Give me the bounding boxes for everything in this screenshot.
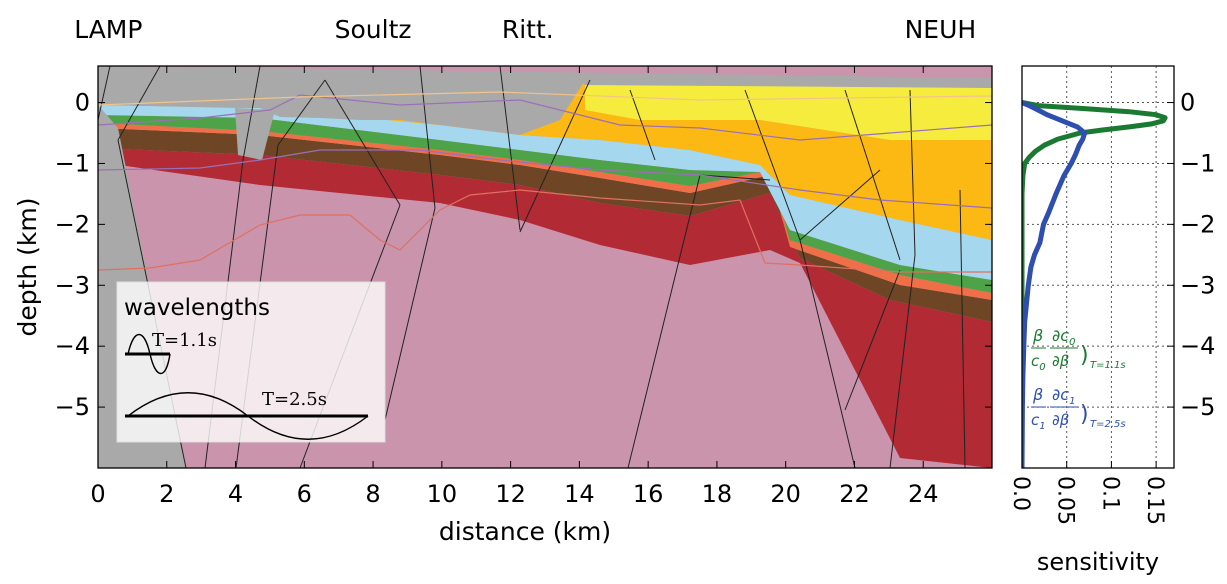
svg-text:T=2.5s: T=2.5s [1090,419,1126,430]
sensitivity-plot: β c0 ∂c0 ∂β ) T=1.1s β c1 ∂c1 ∂β ) T=2.5… [1008,65,1215,576]
y-tick-label: −3 [55,271,90,299]
y-tick-label: −2 [55,210,90,238]
y-tick-label: 0 [75,89,90,117]
x-tick-label: 8 [365,480,380,508]
y-tick-label: −5 [55,393,90,421]
svg-text:T=1.1s: T=1.1s [1090,360,1126,371]
x-tick-label: 10 [427,480,458,508]
sensitivity-x-tick-label: 0.1 [1097,476,1122,511]
sensitivity-y-tick-label: 0 [1180,89,1195,117]
sensitivity-annotation-green: β c0 ∂c0 ∂β ) T=1.1s [1031,326,1126,373]
layer-unit-grey [98,66,585,135]
sensitivity-curve-t1.1s [1022,100,1168,468]
sensitivity-y-tick-label: −4 [1180,332,1215,360]
legend-wave-long [125,392,369,440]
svg-text:∂β: ∂β [1052,352,1070,370]
x-axis-label: distance (km) [439,517,611,546]
sensitivity-y-tick-label: −5 [1180,393,1215,421]
sensitivity-frame [1021,65,1175,469]
x-tick-label: 22 [839,480,870,508]
layer-unit-yellow [585,80,992,140]
svg-text:β: β [1032,385,1043,404]
sensitivity-y-tick-label: −3 [1180,271,1215,299]
legend: wavelengths T=1.1s T=2.5s [116,281,386,443]
sensitivity-grid [1022,66,1174,468]
sensitivity-y-tick-label: −2 [1180,210,1215,238]
legend-label-long: T=2.5s [262,389,327,410]
sensitivity-x-tick-label: 0.05 [1053,476,1078,525]
x-tick-label: 6 [297,480,312,508]
sensitivity-y-tick-label: −1 [1180,149,1215,177]
well-label: Ritt. [502,15,554,44]
sensitivity-y-ticks: 0 −1 −2 −3 −4 −5 [1167,89,1215,421]
x-tick-label: 4 [228,480,243,508]
layer-unit-grey-surface [98,66,992,88]
well-labels: LAMP Soultz Ritt. NEUH [74,15,976,44]
svg-text:): ) [1080,402,1089,427]
x-tick-label: 12 [495,480,526,508]
well-label: LAMP [74,15,142,44]
sensitivity-curve-t2.5s [1022,100,1088,468]
legend-label-short: T=1.1s [152,330,217,351]
well-label: Soultz [335,15,412,44]
x-tick-label: 24 [908,480,939,508]
x-tick-label: 14 [564,480,595,508]
x-tick-label: 0 [90,480,105,508]
layer-unit-orange-red [98,123,992,300]
svg-text:∂β: ∂β [1052,411,1070,429]
svg-text:): ) [1080,343,1089,368]
legend-title: wavelengths [124,295,270,321]
x-tick-label: 16 [633,480,664,508]
y-axis-label: depth (km) [13,197,42,336]
y-axis-ticks: 0 −1 −2 −3 −4 −5 [55,89,992,421]
svg-text:β: β [1032,326,1043,345]
x-tick-label: 20 [770,480,801,508]
legend-wave-short [125,333,171,375]
plot-frame [97,65,993,469]
x-tick-label: 2 [159,480,174,508]
sensitivity-x-tick-label: 0.0 [1008,476,1033,511]
layer-unit-green [98,115,992,293]
layer-unit-light-blue [98,105,992,280]
velocity-contours [98,91,992,273]
well-label: NEUH [905,15,977,44]
sensitivity-x-tick-label: 0.15 [1142,476,1167,525]
sensitivity-x-ticks: 0.0 0.05 0.1 0.15 [1008,461,1167,525]
y-tick-label: −1 [55,149,90,177]
cross-section-plot: wavelengths T=1.1s T=2.5s LAMP Soultz Ritt… [13,15,993,546]
sensitivity-x-label: sensitivity [1037,548,1159,576]
y-tick-label: −4 [55,332,90,360]
x-tick-label: 18 [702,480,733,508]
layer-unit-dark-red [98,148,992,468]
